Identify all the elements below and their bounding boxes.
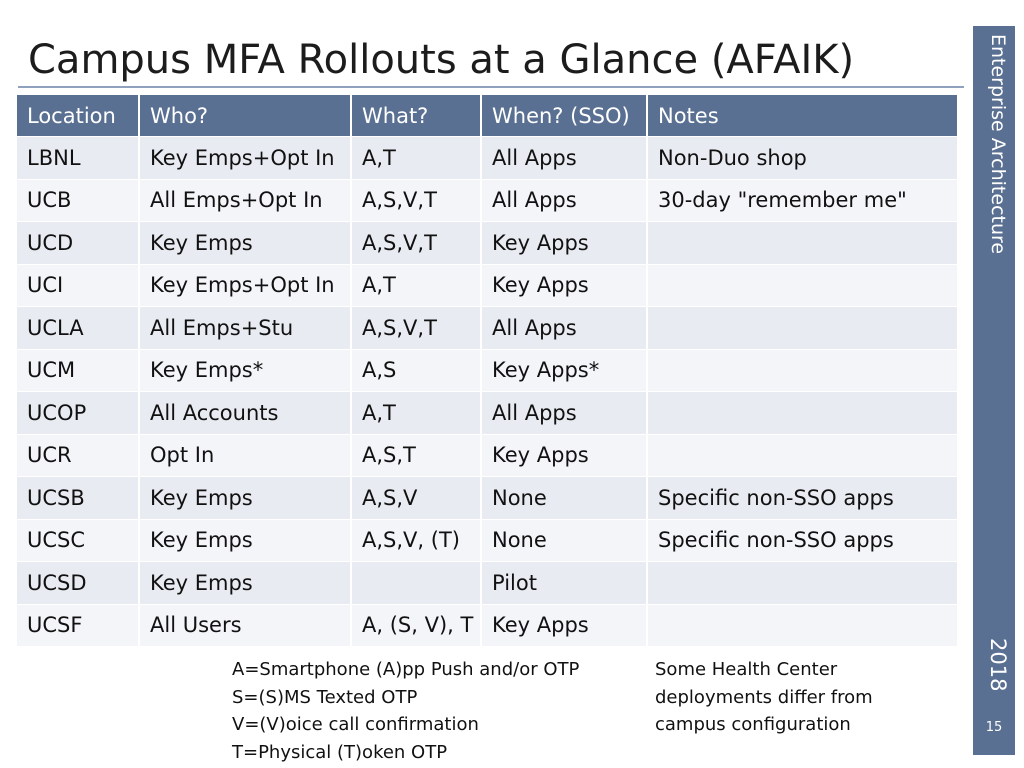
cell-when: All Apps [481,306,648,350]
legend-line: T=Physical (T)oken OTP [232,741,448,763]
cell-location: UCSC [17,519,140,562]
header-when: When? (SSO) [481,95,648,137]
cell-location: UCOP [17,391,140,435]
table-row: UCSF All Users A, (S, V), T Key Apps [17,604,959,647]
cell-location: UCD [17,221,140,265]
cell-notes [647,349,959,392]
cell-when: Key Apps [481,221,648,265]
cell-notes [647,434,959,477]
cell-what: A,S,V,T [351,179,482,222]
cell-when: Key Apps [481,434,648,477]
cell-when: None [481,476,648,520]
cell-who: Key Emps+Opt In [139,136,352,180]
note-line: Some Health Center [655,659,838,680]
cell-who: Key Emps+Opt In [139,264,352,307]
table-row: UCM Key Emps* A,S Key Apps* [17,349,959,392]
table-row: UCOP All Accounts A,T All Apps [17,391,959,435]
cell-what: A,S [351,349,482,392]
header-notes: Notes [647,95,959,137]
legend-line: V=(V)oice call confirmation [232,714,479,735]
table-row: UCB All Emps+Opt In A,S,V,T All Apps 30-… [17,179,959,222]
note-line: deployments differ from [655,686,873,708]
mfa-rollout-table: Location Who? What? When? (SSO) Notes LB… [17,95,959,647]
cell-who: Key Emps* [139,349,352,392]
table-row: UCD Key Emps A,S,V,T Key Apps [17,221,959,265]
header-what: What? [351,95,482,137]
table-row: UCLA All Emps+Stu A,S,V,T All Apps [17,306,959,350]
cell-location: LBNL [17,136,140,180]
header-who: Who? [139,95,352,137]
cell-what: A,S,V, (T) [351,519,482,562]
cell-what: A, (S, V), T [351,604,482,647]
cell-when: All Apps [481,391,648,435]
cell-what: A,T [351,136,482,180]
table-row: UCI Key Emps+Opt In A,T Key Apps [17,264,959,307]
table-row: UCSB Key Emps A,S,V None Specific non-SS… [17,476,959,520]
cell-notes [647,221,959,265]
cell-who: Opt In [139,434,352,477]
page-number: 15 [985,720,1003,735]
cell-what: A,S,V,T [351,306,482,350]
cell-notes [647,306,959,350]
header-location: Location [17,95,140,137]
cell-notes [647,604,959,647]
cell-when: Key Apps [481,264,648,307]
cell-who: All Users [139,604,352,647]
slide-title: Campus MFA Rollouts at a Glance (AFAIK) [28,37,855,83]
cell-when: Pilot [481,561,648,605]
table-row: UCSC Key Emps A,S,V, (T) None Specific n… [17,519,959,562]
cell-location: UCLA [17,306,140,350]
cell-who: Key Emps [139,519,352,562]
cell-what: A,T [351,264,482,307]
table-header-row: Location Who? What? When? (SSO) Notes [17,95,959,137]
cell-what: A,S,V,T [351,221,482,265]
cell-who: Key Emps [139,561,352,605]
side-banner [973,26,1015,755]
table-row: UCSD Key Emps Pilot [17,561,959,605]
cell-location: UCM [17,349,140,392]
title-divider [18,86,964,88]
cell-who: All Accounts [139,391,352,435]
cell-when: Key Apps* [481,349,648,392]
note-line: campus configuration [655,714,851,735]
cell-who: Key Emps [139,221,352,265]
legend-line: S=(S)MS Texted OTP [232,686,418,708]
table-row: UCR Opt In A,S,T Key Apps [17,434,959,477]
cell-when: Key Apps [481,604,648,647]
cell-notes: 30-day "remember me" [647,179,959,222]
health-center-note: Some Health Center deployments differ fr… [655,656,873,739]
cell-location: UCSB [17,476,140,520]
cell-location: UCI [17,264,140,307]
cell-who: All Emps+Stu [139,306,352,350]
cell-notes: Non-Duo shop [647,136,959,180]
side-banner-year: 2018 [986,638,1010,692]
cell-what: A,T [351,391,482,435]
cell-who: All Emps+Opt In [139,179,352,222]
cell-when: All Apps [481,179,648,222]
cell-notes: Specific non-SSO apps [647,519,959,562]
cell-what [351,561,482,605]
table-row: LBNL Key Emps+Opt In A,T All Apps Non-Du… [17,136,959,180]
cell-notes [647,391,959,435]
legend-line: A=Smartphone (A)pp Push and/or OTP [232,659,580,680]
cell-when: None [481,519,648,562]
cell-who: Key Emps [139,476,352,520]
cell-location: UCSD [17,561,140,605]
cell-notes [647,264,959,307]
method-legend: A=Smartphone (A)pp Push and/or OTP S=(S)… [232,656,579,766]
side-banner-label: Enterprise Architecture [987,34,1009,255]
cell-location: UCB [17,179,140,222]
cell-location: UCR [17,434,140,477]
cell-what: A,S,V [351,476,482,520]
cell-location: UCSF [17,604,140,647]
cell-what: A,S,T [351,434,482,477]
cell-when: All Apps [481,136,648,180]
cell-notes [647,561,959,605]
cell-notes: Specific non-SSO apps [647,476,959,520]
